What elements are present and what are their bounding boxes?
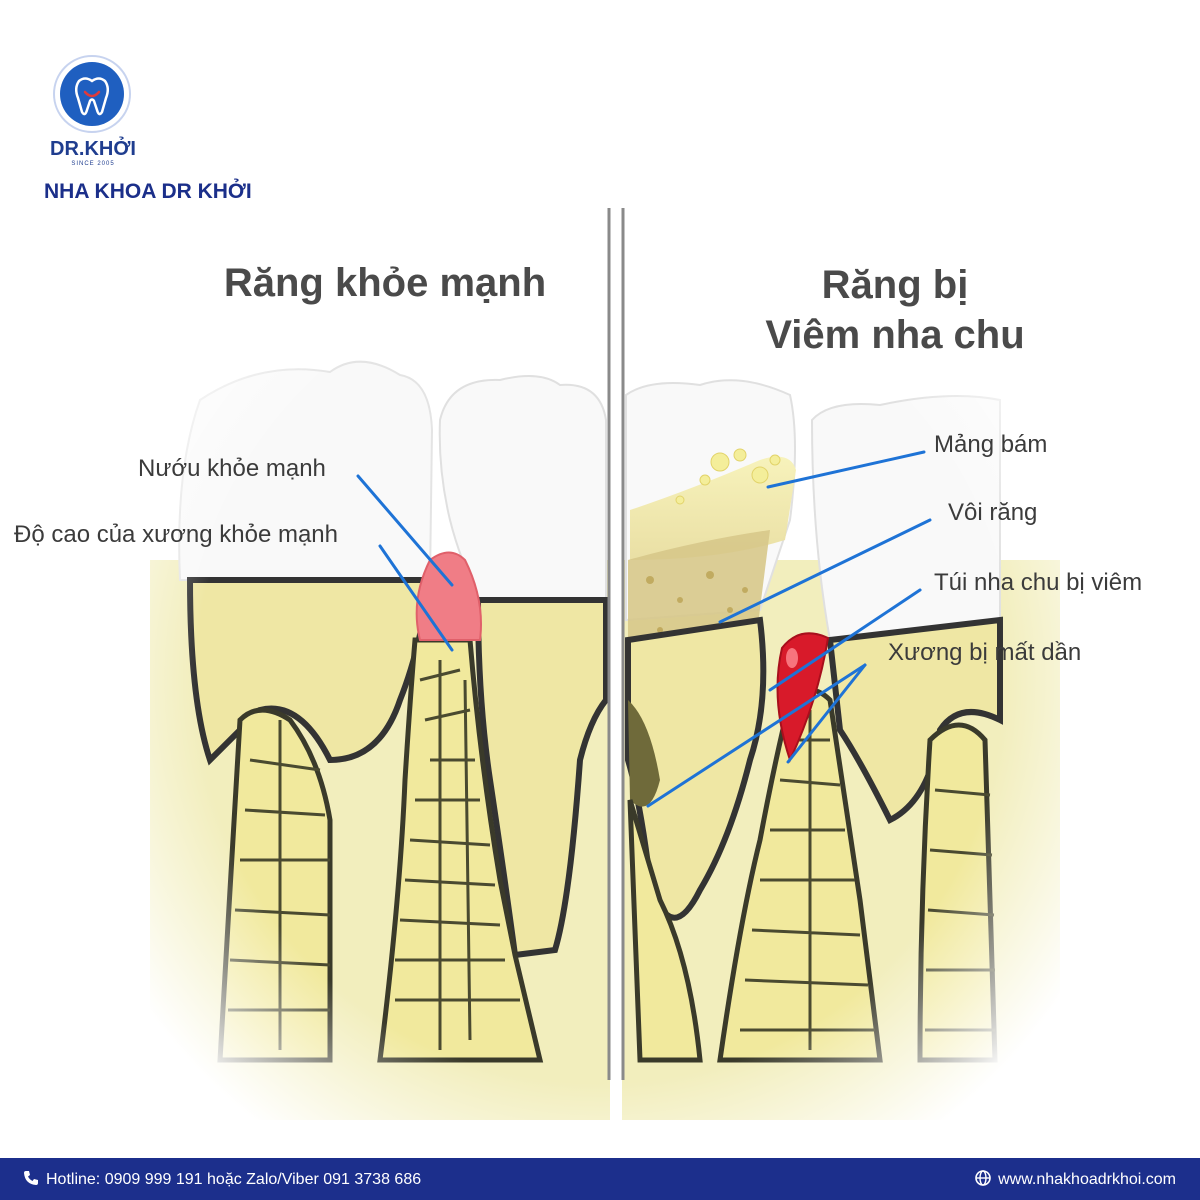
label-tartar: Vôi răng: [948, 499, 1038, 526]
diseased-title-line1: Răng bị: [821, 263, 969, 307]
footer-website[interactable]: www.nhakhoadrkhoi.com: [974, 1169, 1176, 1189]
periodontal-illustration: [0, 208, 1200, 1160]
pointer-bone-loss-b: [786, 663, 867, 764]
pointer-plaque: [766, 450, 926, 489]
pointer-bone-loss-a: [646, 663, 867, 808]
pointer-tartar: [718, 518, 932, 624]
label-healthy-gum: Nướu khỏe mạnh: [138, 455, 326, 482]
website-text: www.nhakhoadrkhoi.com: [998, 1171, 1176, 1188]
phone-icon: [24, 1171, 38, 1185]
diseased-title-line2: Viêm nha chu: [765, 313, 1025, 357]
pointer-pocket: [768, 588, 922, 692]
label-healthy-bone-height: Độ cao của xương khỏe mạnh: [14, 521, 338, 548]
hotline-text: Hotline: 0909 999 191 hoặc Zalo/Viber 09…: [46, 1171, 422, 1188]
tooth-logo-icon: [53, 55, 131, 133]
footer-hotline[interactable]: Hotline: 0909 999 191 hoặc Zalo/Viber 09…: [22, 1169, 421, 1189]
pointer-healthy-bone: [378, 544, 454, 652]
footer-bar: Hotline: 0909 999 191 hoặc Zalo/Viber 09…: [0, 1158, 1200, 1200]
label-inflamed-pocket: Túi nha chu bị viêm: [934, 569, 1143, 596]
label-bone-loss: Xương bị mất dần: [888, 639, 1082, 666]
label-plaque: Mảng bám: [934, 431, 1048, 458]
pointer-healthy-gum: [356, 474, 454, 587]
logo-since: SINCE 2005: [71, 161, 115, 167]
globe-icon: [975, 1170, 991, 1186]
clinic-name: NHA KHOA DR KHỞI: [44, 180, 252, 203]
logo-name: DR.KHỞI: [50, 138, 136, 160]
clinic-logo: DR.KHỞI SINCE 2005 NHA KHOA DR KHỞI: [36, 50, 296, 210]
healthy-title: Răng khỏe mạnh: [223, 261, 547, 305]
diseased-title: Răng bị Viêm nha chu: [700, 260, 1090, 360]
